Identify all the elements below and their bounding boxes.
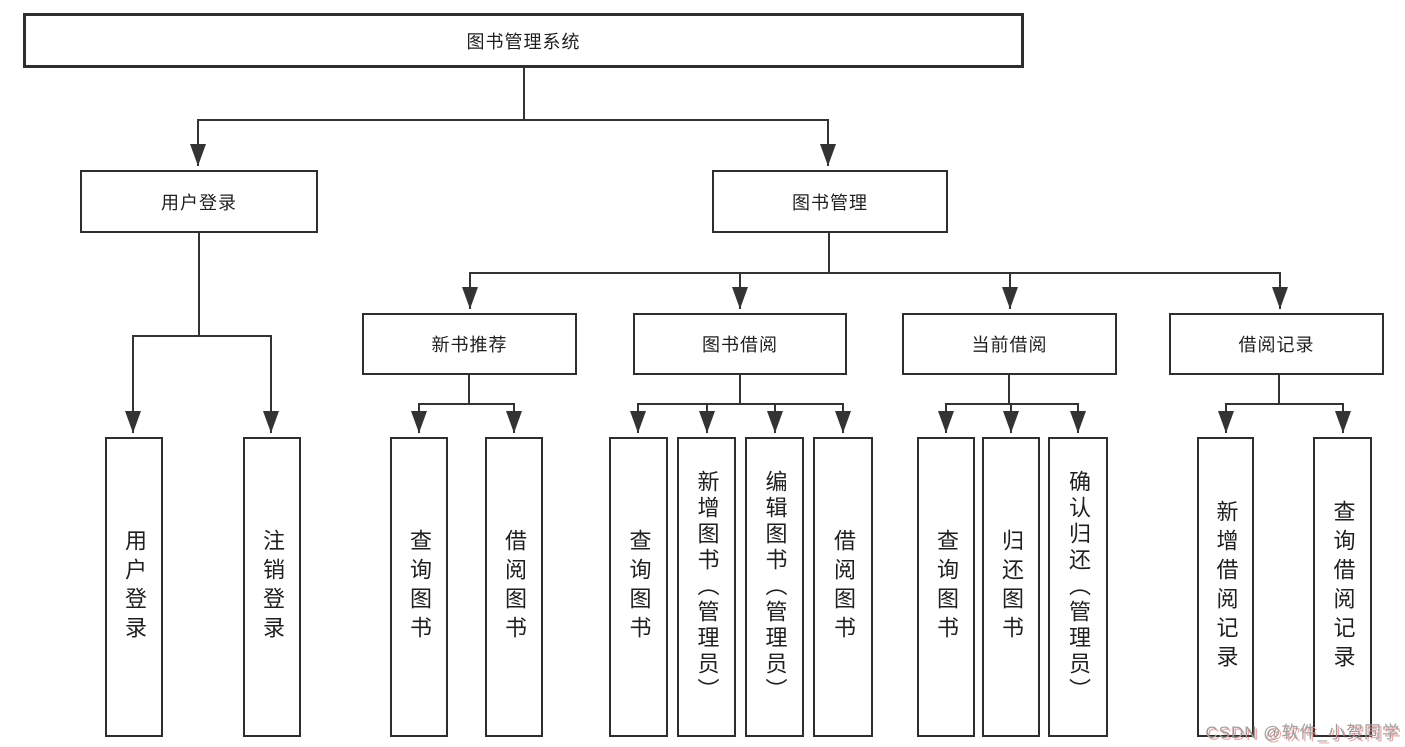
node-root-label: 图书管理系统 <box>466 31 581 52</box>
leaf-logout-label: 注销登录 <box>260 529 285 645</box>
leaf-return-books-label: 归还图书 <box>999 529 1024 645</box>
leaf-recommend-borrow-books-label: 借阅图书 <box>502 529 527 645</box>
leaf-edit-books-admin: 编辑图书（管理员） <box>745 437 804 737</box>
leaf-add-books-admin: 新增图书（管理员） <box>677 437 736 737</box>
connector-records-branch <box>1218 375 1351 433</box>
leaf-query-borrow-record: 查询借阅记录 <box>1313 437 1372 737</box>
node-current-borrow-label: 当前借阅 <box>971 335 1048 355</box>
leaf-borrow-query-books-label: 查询图书 <box>626 529 652 645</box>
leaf-confirm-return-admin-label: 确认归还（管理员） <box>1066 470 1091 704</box>
leaf-query-borrow-record-label: 查询借阅记录 <box>1330 500 1356 674</box>
leaf-current-query-books: 查询图书 <box>917 437 975 737</box>
node-user-login-label: 用户登录 <box>161 192 237 213</box>
connector-root-to-level2 <box>190 68 836 166</box>
node-borrow-records: 借阅记录 <box>1169 313 1384 375</box>
node-new-book-recommend: 新书推荐 <box>362 313 577 375</box>
leaf-return-books: 归还图书 <box>982 437 1040 737</box>
node-user-login: 用户登录 <box>80 170 318 233</box>
node-book-management-label: 图书管理 <box>792 192 868 213</box>
node-book-borrow: 图书借阅 <box>633 313 847 375</box>
leaf-user-login: 用户登录 <box>105 437 163 737</box>
node-root: 图书管理系统 <box>23 13 1024 68</box>
connector-book-management-branch <box>462 233 1288 309</box>
node-book-management: 图书管理 <box>712 170 948 233</box>
node-new-book-recommend-label: 新书推荐 <box>431 335 508 355</box>
connector-recommend-branch <box>411 375 522 433</box>
leaf-borrow-query-books: 查询图书 <box>609 437 668 737</box>
node-borrow-records-label: 借阅记录 <box>1238 335 1315 355</box>
leaf-add-borrow-record-label: 新增借阅记录 <box>1213 500 1239 674</box>
connector-current-branch <box>938 375 1086 433</box>
node-current-borrow: 当前借阅 <box>902 313 1117 375</box>
leaf-edit-books-admin-label: 编辑图书（管理员） <box>762 470 788 704</box>
csdn-watermark: CSDN @软件_小贺同学 <box>1205 723 1400 742</box>
connector-user-login-branch <box>125 233 279 433</box>
leaf-confirm-return-admin: 确认归还（管理员） <box>1048 437 1108 737</box>
leaf-current-query-books-label: 查询图书 <box>934 529 959 645</box>
leaf-borrow-books-label: 借阅图书 <box>831 529 856 645</box>
leaf-borrow-books: 借阅图书 <box>813 437 873 737</box>
leaf-add-books-admin-label: 新增图书（管理员） <box>694 470 720 704</box>
leaf-recommend-borrow-books: 借阅图书 <box>485 437 543 737</box>
leaf-add-borrow-record: 新增借阅记录 <box>1197 437 1254 737</box>
leaf-logout: 注销登录 <box>243 437 301 737</box>
leaf-recommend-query-books-label: 查询图书 <box>407 529 432 645</box>
connector-borrow-branch <box>630 375 851 433</box>
node-book-borrow-label: 图书借阅 <box>702 335 778 355</box>
leaf-recommend-query-books: 查询图书 <box>390 437 448 737</box>
leaf-user-login-label: 用户登录 <box>122 529 147 645</box>
